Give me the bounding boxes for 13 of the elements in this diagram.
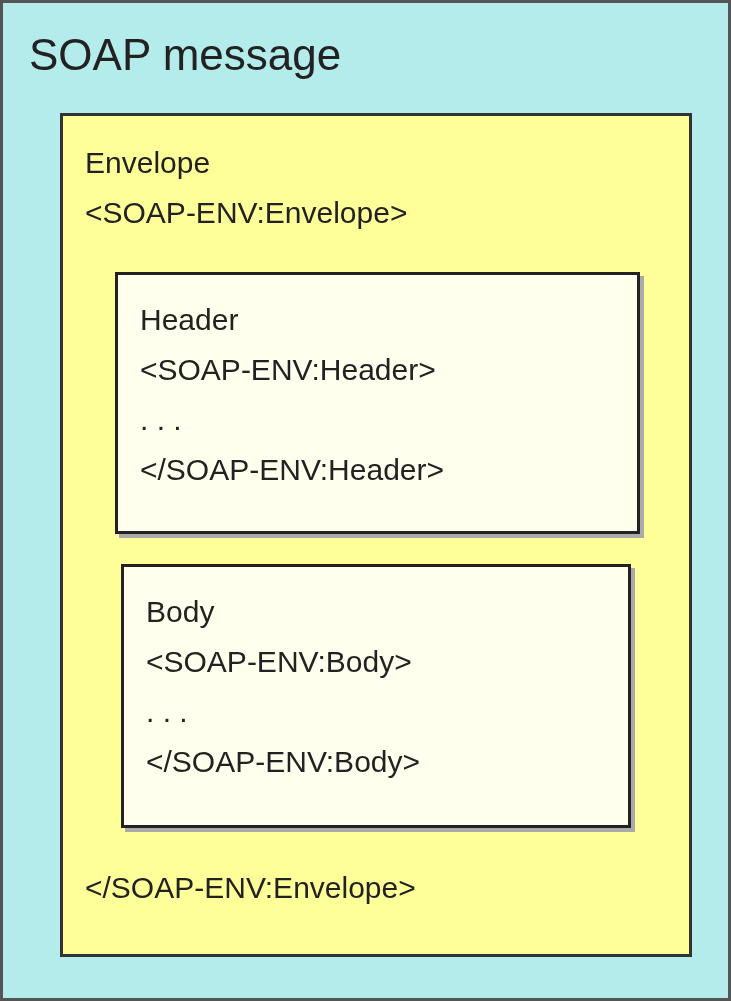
opening-tag: <SOAP-ENV:Body>	[146, 645, 412, 678]
element-heading: Header	[140, 303, 239, 336]
opening-tag: <SOAP-ENV:Envelope>	[85, 196, 408, 229]
closing-tag: </SOAP-ENV:Header>	[140, 453, 445, 486]
element-heading: Body	[146, 595, 215, 628]
envelope-panel	[60, 113, 692, 957]
ellipsis: . . .	[146, 695, 188, 728]
opening-tag: <SOAP-ENV:Header>	[140, 353, 436, 386]
ellipsis: . . .	[140, 403, 182, 436]
element-heading: Envelope	[85, 146, 211, 179]
closing-tag: </SOAP-ENV:Body>	[146, 745, 420, 778]
element-heading: SOAP message	[29, 31, 342, 80]
closing-tag: </SOAP-ENV:Envelope>	[85, 871, 416, 904]
